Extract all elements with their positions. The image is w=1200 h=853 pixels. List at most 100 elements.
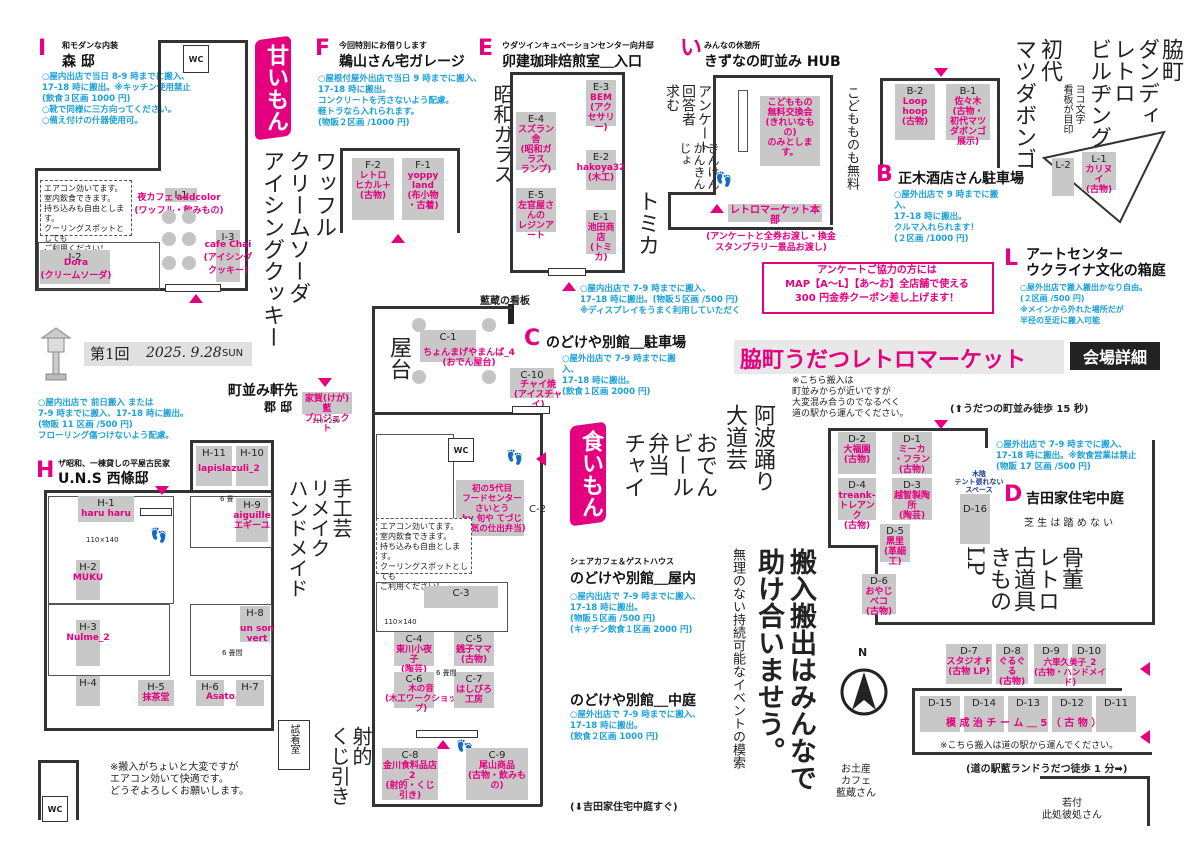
zone-title: のどけや別館＿屋内 xyxy=(570,571,696,587)
room-outline xyxy=(376,582,508,632)
kodomo-label: こどもものも無料 xyxy=(844,86,859,190)
booth-name: 東川小夜子 (陶芸) xyxy=(395,645,432,675)
booth-id: I-1 xyxy=(174,190,188,201)
room-outline xyxy=(38,242,160,290)
hanyu-label: 搬入搬出はみんなで 助け合いませう。 xyxy=(753,548,816,791)
zone-h-note: ○屋内出店で 前日搬入 または 7-9 時までに搬入、17-18 時に搬出。 (… xyxy=(38,398,189,441)
muri-label: 無理のない持続可能なイベントの模索 xyxy=(730,548,745,769)
zone-letter: E xyxy=(478,36,494,61)
wall xyxy=(510,72,625,75)
booth-name: yoppy land (布小物 ・古着) xyxy=(407,171,439,211)
booth-id: H-8 xyxy=(246,608,264,619)
booth-id: H-6 xyxy=(201,682,219,693)
zone-e-header: E ウダツインキュベーションセンター向井邸 卯建珈琲焙煎室＿入口 xyxy=(478,36,654,71)
booth-h10: H-10 xyxy=(236,446,268,486)
zone-i2-header: い みんなの休憩所 きずなの町並み HUB xyxy=(680,38,841,71)
booth-id: E-1 xyxy=(592,212,610,223)
omiyage-label: お土産 カフェ 藍蔵さん xyxy=(836,764,876,799)
zone-letter: F xyxy=(315,36,331,61)
zone-sub: 今回特別にお借りします xyxy=(339,41,427,50)
booth-name: haru haru xyxy=(81,509,131,519)
yoko-label: ヨコ文字 看板が目印 xyxy=(1061,84,1084,134)
entrance-arrow-icon xyxy=(710,204,724,213)
booth-id: H-9 xyxy=(243,500,261,511)
booth-id: F-1 xyxy=(415,160,431,171)
booth-id: H-11 xyxy=(202,448,226,459)
booth-name: カリヌイ (古物) xyxy=(1085,165,1113,195)
booth-id: L-1 xyxy=(1091,154,1107,165)
entrance-arrow-icon xyxy=(536,452,546,466)
booth-name: レトロ ヒカル＋ (古物) xyxy=(354,171,391,201)
booth-d11: D-11 xyxy=(1096,696,1136,732)
size-6jo2: 6 畳間 xyxy=(436,669,457,677)
booth-id: L-2 xyxy=(1055,160,1071,171)
booth-name: 尾山商品 (古物・飲みもの) xyxy=(467,761,527,791)
booth-id: D-10 xyxy=(1076,646,1102,657)
wall xyxy=(271,440,274,730)
table-icon xyxy=(182,256,196,270)
zone-title: 正木酒店さん駐車場 xyxy=(898,171,1024,187)
room-outline xyxy=(190,496,272,548)
booth-name: Loop hoop (古物) xyxy=(901,97,929,127)
wall xyxy=(880,78,1000,81)
event-date: 2025. 9.28 xyxy=(146,345,222,361)
booth-name: BEM (アクセサリー) xyxy=(587,93,615,133)
room-outline xyxy=(48,604,170,676)
booth-d9: D-9 xyxy=(1034,644,1068,684)
entrance-arrow-icon xyxy=(318,378,332,387)
booth-machinami: 家賀(けが)藍 プロジェクト xyxy=(302,392,352,434)
shugei-label: 手工芸 リメイク ハンドメイド xyxy=(285,478,353,598)
wall xyxy=(158,40,161,170)
booth-h6-name: Asato…_2 xyxy=(206,692,255,702)
wall xyxy=(340,148,343,233)
zone-title: 森 邸 xyxy=(62,54,95,70)
size-h1: 110×140 xyxy=(86,536,119,544)
entrance-arrow-icon xyxy=(155,486,169,495)
booth-name: 家賀(けが)藍 プロジェクト xyxy=(304,394,350,434)
hanyu-d-top: ※こちら搬入は 町並みからが近いですが 大変混み合うのでなるべく 道の駅から運ん… xyxy=(792,376,909,419)
entrance-arrow-icon xyxy=(189,294,203,303)
booth-id: D-14 xyxy=(971,698,997,709)
booth-c1-name: ちょんまげやまんば_4 (おでん屋台) xyxy=(423,348,515,368)
wall xyxy=(38,760,78,763)
booth-id: D-9 xyxy=(1042,646,1060,657)
yatai-label: 屋台 xyxy=(386,336,411,380)
zone-letter: L xyxy=(1004,246,1019,271)
wall xyxy=(457,148,460,233)
wall xyxy=(76,760,79,820)
wall xyxy=(997,78,1000,168)
wall xyxy=(38,760,41,820)
zone-sub: みんなの休憩所 xyxy=(704,41,760,50)
zone-letter: B xyxy=(876,162,893,187)
wall xyxy=(158,40,248,43)
booth-d9-name: 六車久美子_2 (古物・ハンドメイド) xyxy=(1034,658,1106,688)
booth-name: おやじべコ (古物) xyxy=(865,587,893,617)
wc-i: WC xyxy=(183,45,209,73)
booth-id: C-1 xyxy=(439,332,457,343)
footprint-icon: 👣 xyxy=(715,172,733,188)
size-c: 110×140 xyxy=(384,618,417,626)
booth-i2-name: Dora (クリームソーダ) xyxy=(40,258,112,281)
door xyxy=(165,284,221,292)
zone-title: アートセンター xyxy=(1026,247,1124,263)
zone-i-header: I 和モダンな内装 森 邸 xyxy=(38,38,118,71)
zone-d-note: ○屋外出店で 7-9 時までに搬入、 17-18 時に搬出。※飲食営業は禁止 (… xyxy=(996,440,1137,472)
booth-i3: I-3 xyxy=(216,230,240,282)
wall xyxy=(912,688,1122,691)
booth-id: C-10 xyxy=(520,370,544,381)
zone-title: 鵜山さん宅ガレージ xyxy=(339,54,465,70)
aircon-note-i: エアコン効いてます。 室内飲食できます。 持ち込みも自由とします。 クーリングス… xyxy=(40,180,132,253)
north-label: N xyxy=(858,646,868,659)
booth-name: 池田商店 (トミカ) xyxy=(587,223,615,263)
entrance-arrow-icon xyxy=(934,68,948,77)
booth-d-row-name: 模 成 治 チ ー ム ＿ 5 （ 古 物 ） xyxy=(946,718,1102,729)
booth-id: B-2 xyxy=(906,86,924,97)
size-6jo: 6 畳間 xyxy=(222,649,243,657)
